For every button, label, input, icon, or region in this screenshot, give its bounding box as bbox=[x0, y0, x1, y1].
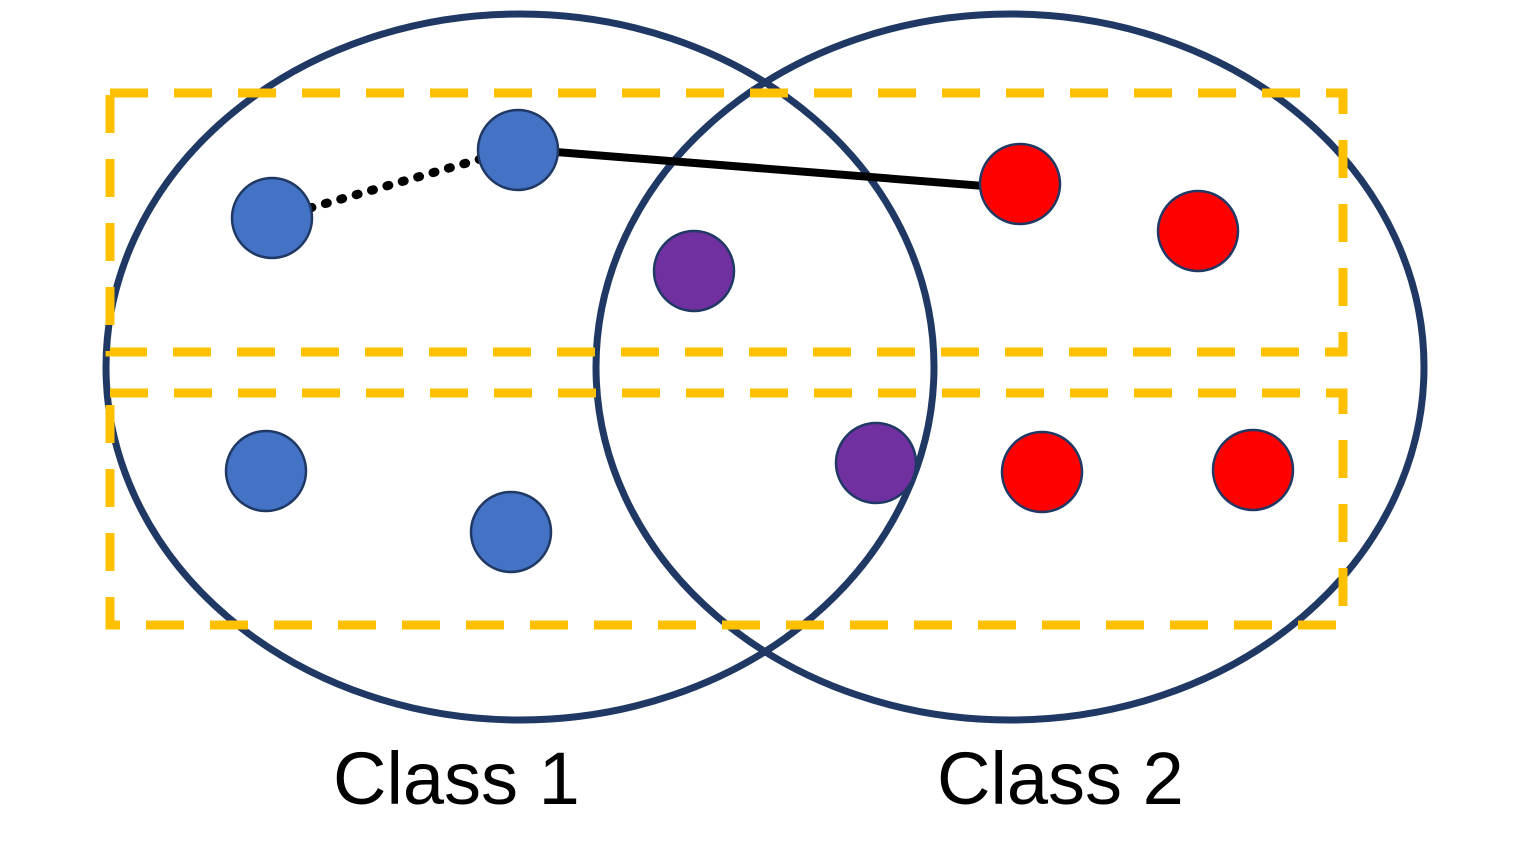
edge-intra-class-dotted[interactable] bbox=[305, 153, 489, 213]
selection-box-bottom[interactable] bbox=[105, 388, 1348, 630]
edges-group bbox=[305, 148, 985, 213]
sample-node-overlap-n8[interactable] bbox=[834, 421, 918, 505]
class-1-label: Class 1 bbox=[333, 737, 580, 820]
edge-inter-class-solid[interactable] bbox=[555, 148, 985, 190]
sample-node-class-2-n9[interactable] bbox=[1000, 430, 1084, 514]
sample-node-class-1-n1[interactable] bbox=[230, 176, 314, 260]
class-2-ellipse[interactable] bbox=[592, 10, 1428, 724]
nodes-group bbox=[224, 108, 1295, 574]
selection-box-top[interactable] bbox=[105, 88, 1348, 357]
sample-node-overlap-n3[interactable] bbox=[652, 229, 736, 313]
sample-node-class-1-n2[interactable] bbox=[476, 108, 560, 192]
class-ellipses-group bbox=[102, 10, 1428, 724]
sample-node-class-2-n4[interactable] bbox=[978, 142, 1062, 226]
sample-node-class-1-n7[interactable] bbox=[469, 490, 553, 574]
sample-node-class-2-n5[interactable] bbox=[1156, 189, 1240, 273]
class-1-ellipse[interactable] bbox=[102, 10, 938, 724]
sample-node-class-2-n10[interactable] bbox=[1211, 428, 1295, 512]
selection-boxes-group bbox=[105, 88, 1348, 630]
class-2-label: Class 2 bbox=[937, 737, 1184, 820]
sample-node-class-1-n6[interactable] bbox=[224, 429, 308, 513]
